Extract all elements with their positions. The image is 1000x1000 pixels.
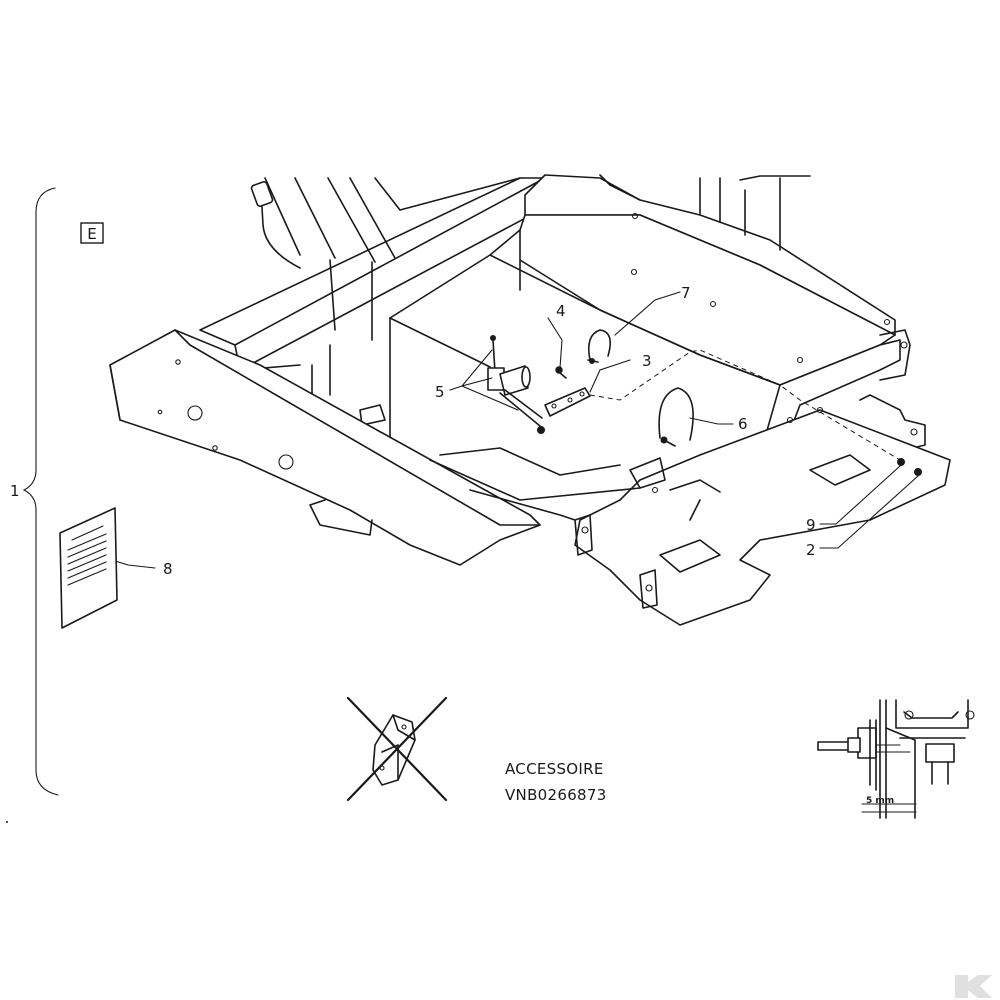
accessory-label: ACCESSOIRE bbox=[505, 760, 604, 778]
brand-logo-icon bbox=[955, 975, 992, 998]
mounting-plate bbox=[544, 387, 591, 417]
instruction-sheet-icon bbox=[59, 507, 118, 629]
callout-1: 1 bbox=[10, 482, 20, 500]
callout-2: 2 bbox=[806, 541, 816, 559]
accessory-reference: VNB0266873 bbox=[505, 786, 607, 804]
assembly-line bbox=[589, 349, 901, 461]
callout-4: 4 bbox=[556, 302, 566, 320]
detail-inset bbox=[817, 699, 975, 819]
nut bbox=[914, 468, 922, 476]
callout-3: 3 bbox=[642, 352, 652, 370]
washer bbox=[897, 458, 905, 466]
group-bracket bbox=[22, 187, 59, 796]
callout-9: 9 bbox=[806, 516, 816, 534]
detail-dimension-label: 5 mm bbox=[866, 796, 894, 806]
machine-frame bbox=[109, 174, 951, 626]
small-cable-tie bbox=[587, 329, 611, 363]
callout-6: 6 bbox=[738, 415, 748, 433]
callout-7: 7 bbox=[681, 284, 691, 302]
sensor-clamp-assembly bbox=[487, 335, 545, 434]
sensor-cable bbox=[250, 180, 491, 368]
view-marker: E bbox=[80, 222, 104, 244]
view-marker-label: E bbox=[87, 225, 96, 243]
stray-dot bbox=[6, 821, 8, 823]
crossed-out-bracket-icon bbox=[346, 696, 448, 802]
callout-8: 8 bbox=[163, 560, 173, 578]
leader-lines bbox=[111, 291, 919, 569]
callout-5: 5 bbox=[435, 383, 445, 401]
bolt bbox=[555, 366, 567, 379]
